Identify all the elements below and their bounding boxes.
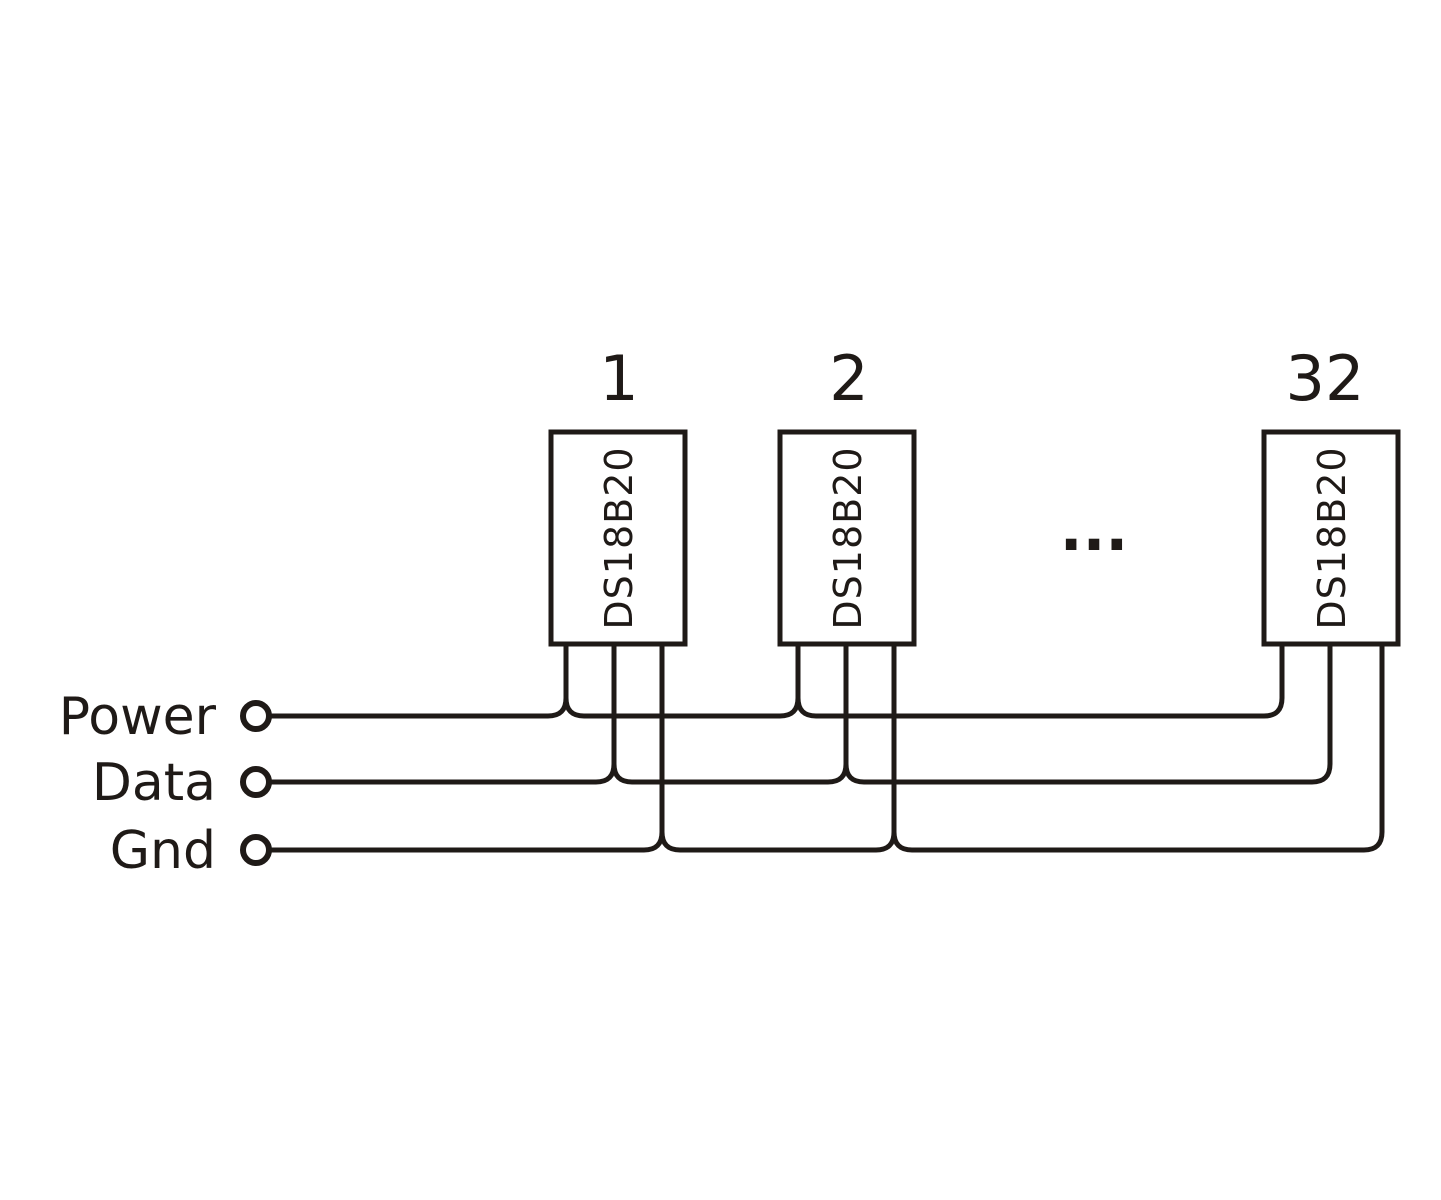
sensor-32-body <box>1261 429 1401 647</box>
data-terminal-label: Data <box>92 753 216 813</box>
sensor-32-number: 32 <box>1286 342 1365 415</box>
sensor-1-body <box>548 429 688 647</box>
sensor-32-part-label: DS18B20 <box>1310 446 1354 629</box>
power-terminal-label: Power <box>59 687 217 747</box>
power-terminal-icon <box>240 700 272 732</box>
bus-wires <box>267 643 1385 853</box>
sensor-2-body <box>777 429 917 647</box>
gnd-terminal-icon <box>240 834 272 866</box>
terminals: Power Data Gnd <box>59 687 272 881</box>
power-bus-wire <box>267 643 1285 719</box>
sensor-1-number: 1 <box>599 342 638 415</box>
sensor-2-part-label: DS18B20 <box>826 446 870 629</box>
sensor-2: 2 DS18B20 <box>777 342 917 647</box>
sensor-1: 1 DS18B20 <box>548 342 688 647</box>
data-terminal-icon <box>240 766 272 798</box>
sensor-1-part-label: DS18B20 <box>597 446 641 629</box>
sensor-2-number: 2 <box>829 342 868 415</box>
data-bus-wire <box>267 643 1333 785</box>
gnd-bus-wire <box>267 643 1385 853</box>
sensor-32: 32 DS18B20 <box>1261 342 1401 647</box>
gap-ellipsis: ... <box>1060 495 1128 565</box>
gnd-terminal-label: Gnd <box>110 821 216 881</box>
